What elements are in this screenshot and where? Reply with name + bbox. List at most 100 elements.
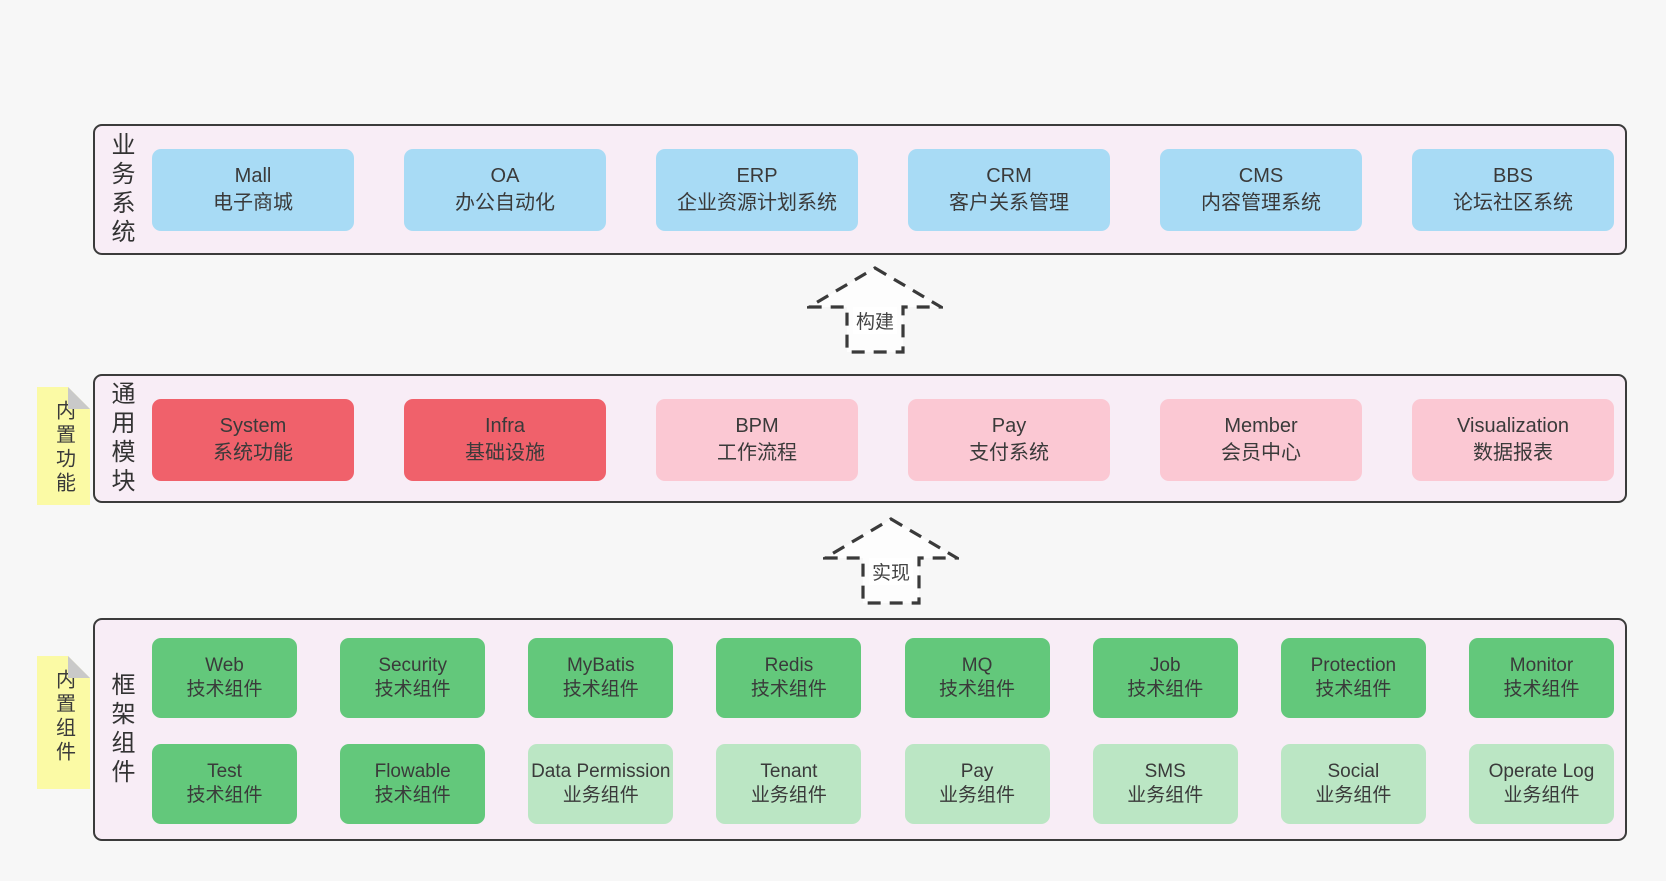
box-subtitle: 技术组件 bbox=[1127, 679, 1204, 700]
layer-panel-business: 业务系统 Mall 电子商城 OA 办公自动化 ERP 企业资源计划系统 CRM… bbox=[93, 124, 1627, 255]
box-cms: CMS 内容管理系统 bbox=[1160, 149, 1362, 231]
box-title: Pay bbox=[991, 415, 1027, 437]
box-pay-module: Pay 支付系统 bbox=[908, 399, 1110, 481]
box-crm: CRM 客户关系管理 bbox=[908, 149, 1110, 231]
note-fold-icon bbox=[68, 656, 90, 678]
box-monitor: Monitor 技术组件 bbox=[1468, 638, 1614, 718]
modules-box-row: System 系统功能 Infra 基础设施 BPM 工作流程 Pay 支付系统… bbox=[152, 399, 1614, 481]
box-visualization: Visualization 数据报表 bbox=[1412, 399, 1614, 481]
box-subtitle: 技术组件 bbox=[186, 679, 263, 700]
box-subtitle: 业务组件 bbox=[939, 785, 1016, 806]
box-mall: Mall 电子商城 bbox=[152, 149, 354, 231]
box-title: Redis bbox=[764, 655, 814, 676]
box-system: System 系统功能 bbox=[152, 399, 354, 481]
box-subtitle: 技术组件 bbox=[750, 679, 827, 700]
box-title: Member bbox=[1224, 415, 1298, 437]
box-title: Test bbox=[207, 761, 242, 782]
box-subtitle: 业务组件 bbox=[1315, 785, 1392, 806]
box-subtitle: 技术组件 bbox=[1503, 679, 1580, 700]
box-title: BPM bbox=[735, 415, 779, 437]
box-title: OA bbox=[490, 165, 520, 187]
box-pay-component: Pay 业务组件 bbox=[904, 744, 1050, 824]
box-job: Job 技术组件 bbox=[1092, 638, 1238, 718]
layer-panel-modules: 通用模块 System 系统功能 Infra 基础设施 BPM 工作流程 Pay… bbox=[93, 374, 1627, 503]
box-title: Flowable bbox=[374, 761, 451, 782]
box-title: Mall bbox=[234, 165, 272, 187]
box-title: Tenant bbox=[760, 761, 818, 782]
box-mybatis: MyBatis 技术组件 bbox=[528, 638, 674, 718]
box-title: Security bbox=[378, 655, 447, 676]
box-title: MQ bbox=[961, 655, 993, 676]
arrow-implement: 实现 bbox=[823, 517, 959, 605]
box-title: CMS bbox=[1238, 165, 1284, 187]
box-bbs: BBS 论坛社区系统 bbox=[1412, 149, 1614, 231]
sticky-note-text: 内置组件 bbox=[52, 669, 75, 765]
box-subtitle: 企业资源计划系统 bbox=[677, 192, 837, 214]
box-infra: Infra 基础设施 bbox=[404, 399, 606, 481]
box-subtitle: 基础设施 bbox=[465, 442, 545, 464]
box-subtitle: 业务组件 bbox=[1503, 785, 1580, 806]
box-bpm: BPM 工作流程 bbox=[656, 399, 858, 481]
box-flowable: Flowable 技术组件 bbox=[340, 744, 486, 824]
layer-panel-framework: 框架组件 Web 技术组件 Security 技术组件 MyBatis 技术组件… bbox=[93, 618, 1627, 841]
box-tenant: Tenant 业务组件 bbox=[716, 744, 862, 824]
box-title: MyBatis bbox=[566, 655, 635, 676]
box-subtitle: 技术组件 bbox=[374, 679, 451, 700]
box-title: SMS bbox=[1144, 761, 1186, 782]
arrow-label-build: 构建 bbox=[852, 307, 898, 334]
sticky-note-built-in-components: 内置组件 bbox=[37, 656, 90, 789]
box-subtitle: 办公自动化 bbox=[455, 192, 555, 214]
sticky-note-text: 内置功能 bbox=[52, 400, 75, 496]
arrow-label-implement: 实现 bbox=[868, 558, 914, 585]
box-title: System bbox=[219, 415, 287, 437]
box-member: Member 会员中心 bbox=[1160, 399, 1362, 481]
box-mq: MQ 技术组件 bbox=[904, 638, 1050, 718]
box-subtitle: 技术组件 bbox=[186, 785, 263, 806]
box-title: Web bbox=[205, 655, 244, 676]
box-subtitle: 数据报表 bbox=[1473, 442, 1553, 464]
box-title: Protection bbox=[1310, 655, 1397, 676]
box-title: CRM bbox=[986, 165, 1032, 187]
box-subtitle: 技术组件 bbox=[374, 785, 451, 806]
box-title: Operate Log bbox=[1488, 761, 1595, 782]
box-test: Test 技术组件 bbox=[152, 744, 297, 824]
box-subtitle: 电子商城 bbox=[213, 192, 293, 214]
box-subtitle: 技术组件 bbox=[939, 679, 1016, 700]
box-social: Social 业务组件 bbox=[1280, 744, 1426, 824]
box-sms: SMS 业务组件 bbox=[1092, 744, 1238, 824]
box-subtitle: 工作流程 bbox=[717, 442, 797, 464]
box-operate-log: Operate Log 业务组件 bbox=[1468, 744, 1614, 824]
box-title: Visualization bbox=[1457, 415, 1569, 437]
box-subtitle: 技术组件 bbox=[1315, 679, 1392, 700]
note-fold-icon bbox=[68, 387, 90, 409]
box-title: Social bbox=[1327, 761, 1380, 782]
layer-label-business: 业务系统 bbox=[107, 131, 134, 248]
layer-label-modules: 通用模块 bbox=[107, 380, 134, 497]
box-subtitle: 客户关系管理 bbox=[949, 192, 1069, 214]
box-web: Web 技术组件 bbox=[152, 638, 297, 718]
layer-label-framework: 框架组件 bbox=[107, 671, 134, 788]
business-box-row: Mall 电子商城 OA 办公自动化 ERP 企业资源计划系统 CRM 客户关系… bbox=[152, 149, 1614, 231]
framework-box-row-1: Web 技术组件 Security 技术组件 MyBatis 技术组件 Redi… bbox=[152, 638, 1614, 718]
box-redis: Redis 技术组件 bbox=[716, 638, 862, 718]
box-subtitle: 业务组件 bbox=[1127, 785, 1204, 806]
box-security: Security 技术组件 bbox=[340, 638, 486, 718]
box-title: Data Permission bbox=[531, 761, 671, 782]
box-title: Monitor bbox=[1509, 655, 1574, 676]
box-subtitle: 技术组件 bbox=[562, 679, 639, 700]
box-subtitle: 支付系统 bbox=[969, 442, 1049, 464]
box-subtitle: 业务组件 bbox=[562, 785, 639, 806]
box-title: Job bbox=[1149, 655, 1181, 676]
box-protection: Protection 技术组件 bbox=[1280, 638, 1426, 718]
box-subtitle: 内容管理系统 bbox=[1201, 192, 1321, 214]
box-subtitle: 系统功能 bbox=[213, 442, 293, 464]
box-title: BBS bbox=[1492, 165, 1534, 187]
box-data-permission: Data Permission 业务组件 bbox=[528, 744, 674, 824]
box-title: Infra bbox=[484, 415, 526, 437]
box-subtitle: 论坛社区系统 bbox=[1453, 192, 1573, 214]
box-oa: OA 办公自动化 bbox=[404, 149, 606, 231]
box-title: ERP bbox=[736, 165, 778, 187]
arrow-build: 构建 bbox=[807, 266, 943, 354]
box-subtitle: 会员中心 bbox=[1221, 442, 1301, 464]
